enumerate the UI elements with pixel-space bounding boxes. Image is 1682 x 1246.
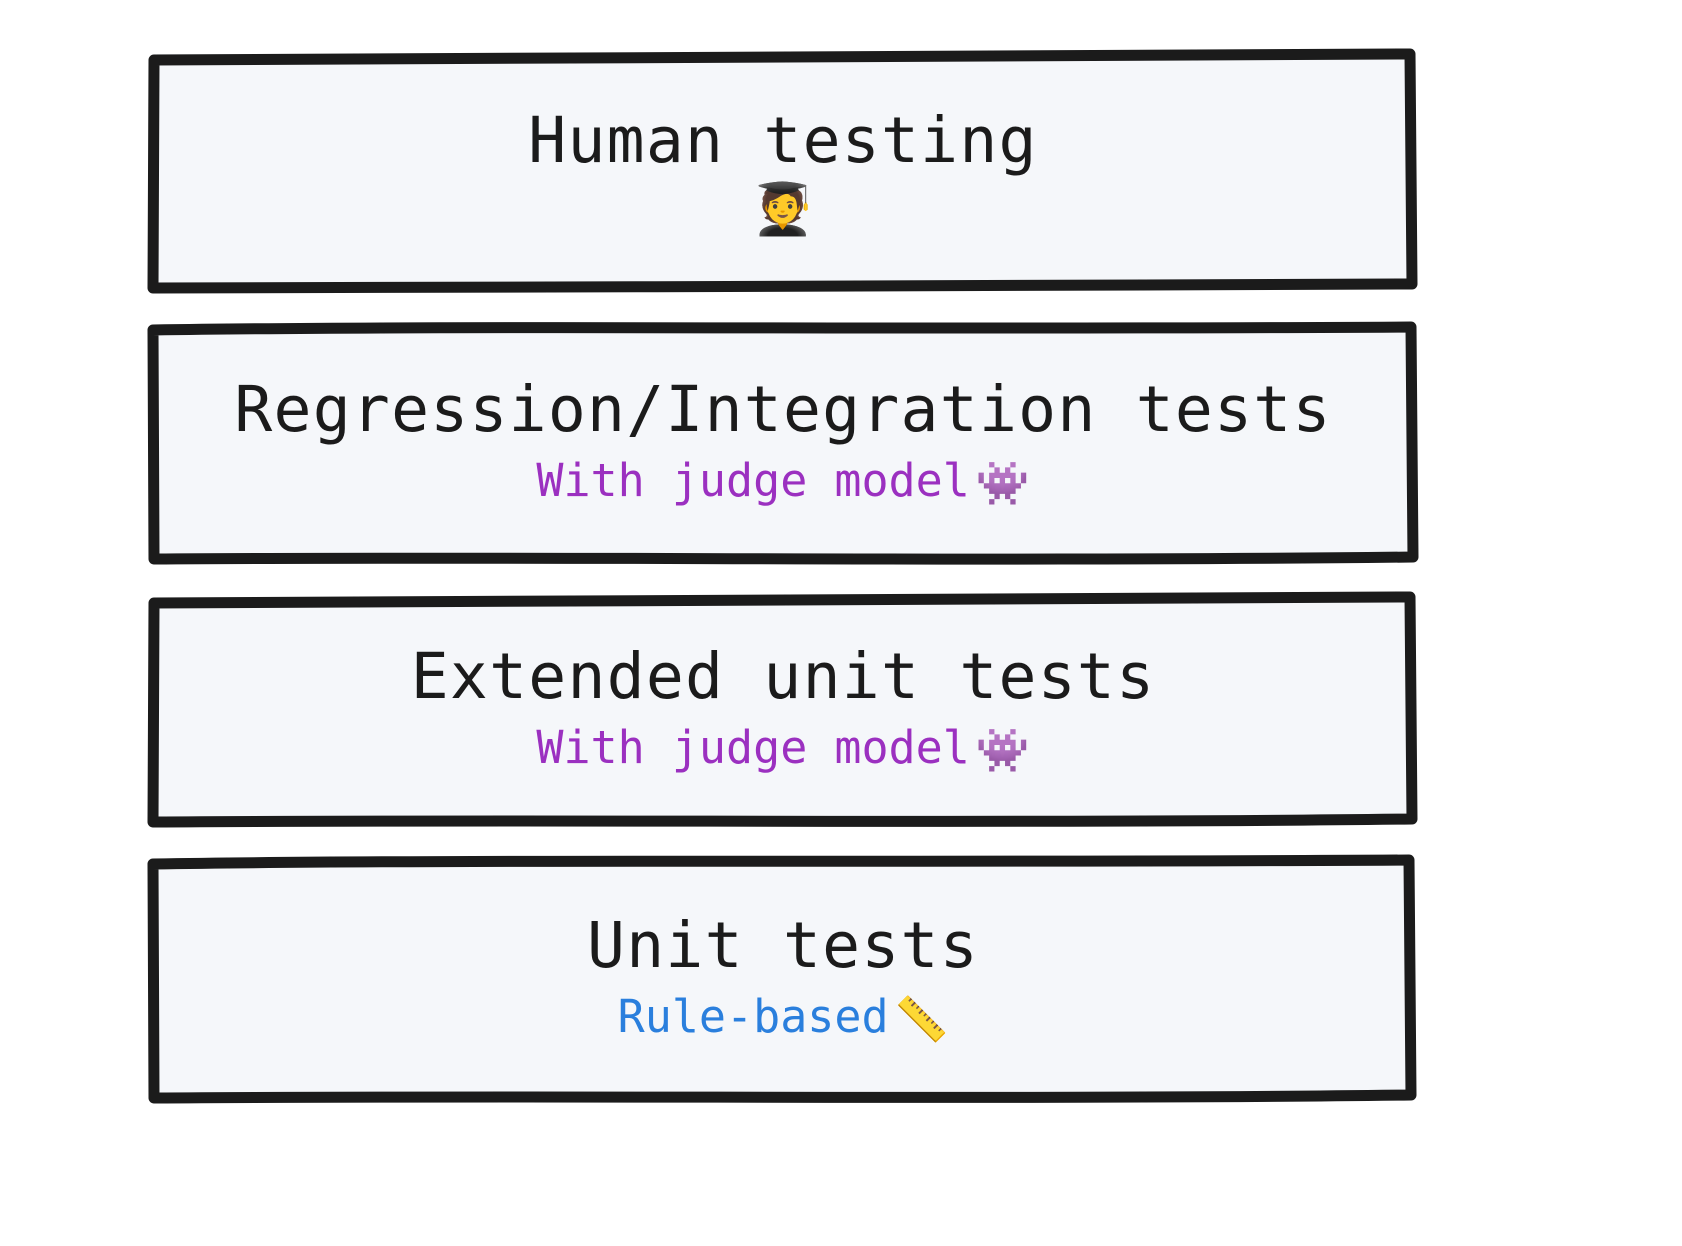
layer-unit-tests[interactable]: Unit tests Rule-based📏 bbox=[147, 854, 1417, 1104]
layer-subtitle: Rule-based📏 bbox=[176, 991, 1390, 1045]
layer-subtitle-text: With judge model bbox=[536, 721, 970, 775]
layer-content-unit-tests: Unit tests Rule-based📏 bbox=[152, 908, 1414, 1045]
layer-stack: Human testing 🧑‍🎓 Regression/Integration… bbox=[147, 48, 1419, 1116]
layer-content-extended-unit-tests: Extended unit tests With judge model👾 bbox=[152, 639, 1414, 776]
layer-subtitle-text: With judge model bbox=[536, 454, 970, 508]
layer-title: Human testing bbox=[528, 103, 1038, 177]
layer-human-testing[interactable]: Human testing 🧑‍🎓 bbox=[147, 48, 1418, 294]
layer-subtitle: With judge model👾 bbox=[176, 455, 1390, 509]
layer-content-human-testing: Human testing 🧑‍🎓 bbox=[152, 103, 1414, 239]
layer-content-regression-integration: Regression/Integration tests With judge … bbox=[152, 372, 1414, 509]
layer-title: Regression/Integration tests bbox=[234, 372, 1332, 446]
layer-extended-unit-tests[interactable]: Extended unit tests With judge model👾 bbox=[147, 591, 1418, 828]
layer-title: Extended unit tests bbox=[410, 639, 1156, 713]
alien-monster-emoji: 👾 bbox=[975, 725, 1030, 776]
straight-ruler-emoji: 📏 bbox=[894, 994, 949, 1045]
student-graduate-emoji: 🧑‍🎓 bbox=[751, 180, 815, 239]
layer-subtitle-text: Rule-based bbox=[617, 990, 889, 1044]
layer-subtitle: With judge model👾 bbox=[176, 722, 1390, 776]
layer-regression-integration[interactable]: Regression/Integration tests With judge … bbox=[147, 321, 1419, 565]
layer-emoji-row: 🧑‍🎓 bbox=[176, 180, 1390, 239]
alien-monster-emoji: 👾 bbox=[975, 458, 1030, 509]
layer-title: Unit tests bbox=[587, 908, 979, 982]
